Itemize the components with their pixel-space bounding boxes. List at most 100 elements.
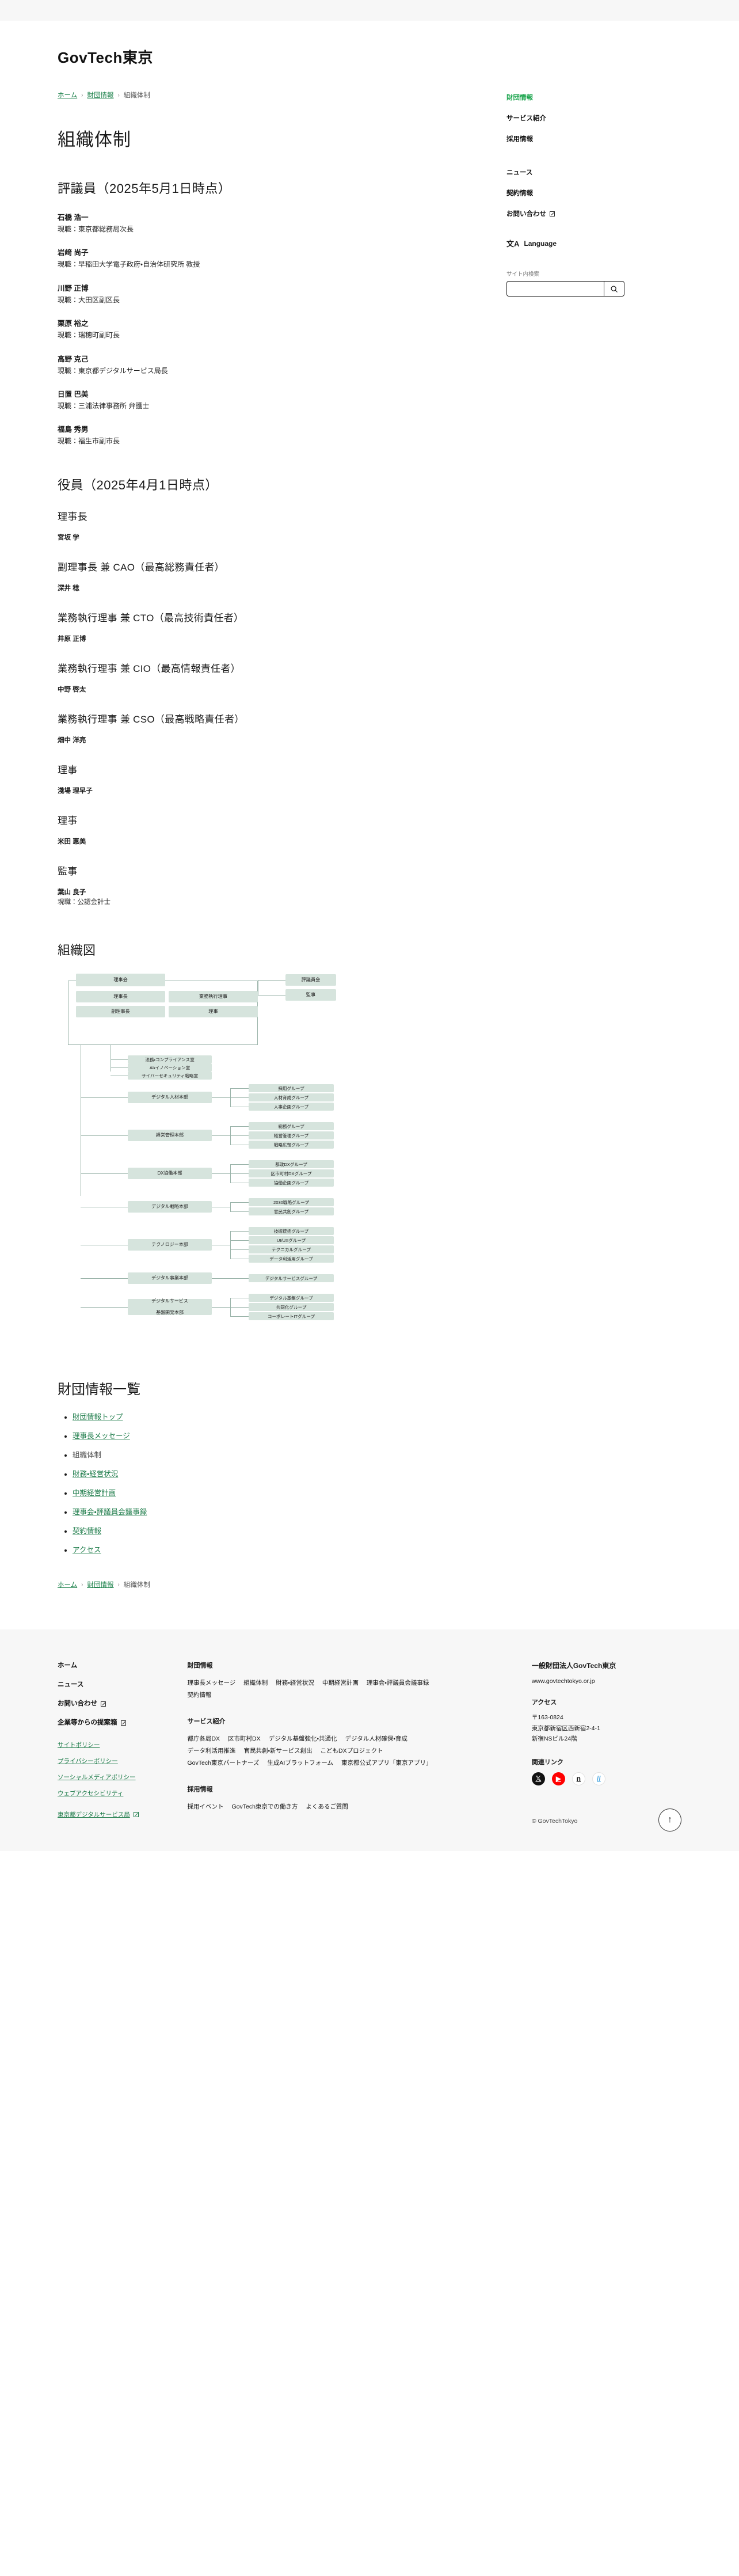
org-connector — [81, 1135, 128, 1137]
org-connector — [230, 1278, 249, 1279]
org-connector — [230, 1202, 249, 1203]
breadcrumb-parent[interactable]: 財団情報 — [87, 92, 114, 99]
org-box-division-4: テクノロジー本部 — [128, 1239, 212, 1251]
org-connector — [212, 1173, 230, 1175]
councilor-position: 現職：福生市副市長 — [58, 437, 120, 446]
footer-dept-link[interactable]: 東京都デジタルサービス局 — [58, 1811, 130, 1819]
org-box-council: 評議員会 — [285, 974, 336, 986]
org-box-label: DX協働本部 — [157, 1171, 182, 1176]
sidenav-item-active[interactable]: 財団情報 — [506, 93, 681, 102]
officer-role: 監事 — [58, 865, 78, 877]
foundation-list-item[interactable]: 理事長メッセージ — [73, 1430, 437, 1441]
footer-sitemap-link[interactable]: デジタル人材確保・育成 — [345, 1735, 407, 1743]
foundation-list-link[interactable]: アクセス — [73, 1546, 101, 1555]
footer-sitemap-link[interactable]: 東京都公式アプリ「東京アプリ」 — [341, 1760, 432, 1767]
org-box-label: 官民共創グループ — [273, 1209, 309, 1214]
councilor-position: 現職：大田区副区長 — [58, 295, 120, 304]
sidenav-item-link[interactable]: 契約情報 — [506, 188, 681, 197]
side-nav-spacer — [506, 155, 681, 168]
search-button[interactable] — [604, 281, 624, 297]
footer-sitemap-link[interactable]: 理事会・評議員会議事録 — [366, 1680, 429, 1687]
org-connector — [230, 1164, 249, 1165]
site-footer: ホームニュースお問い合わせ企業等からの提案箱 サイトポリシープライバシーポリシー… — [0, 1629, 739, 1852]
footer-nav-item[interactable]: ホーム — [58, 1661, 187, 1670]
foundation-list-link[interactable]: 財団情報トップ — [73, 1413, 123, 1422]
org-box-group-1-1: 経営管理グループ — [249, 1131, 334, 1140]
breadcrumb-bottom-parent[interactable]: 財団情報 — [87, 1582, 114, 1589]
foundation-list-item[interactable]: 財団情報トップ — [73, 1411, 437, 1422]
sidenav-item-link[interactable]: サービス紹介 — [506, 113, 681, 123]
youtube-icon[interactable]: ▶ — [551, 1772, 565, 1785]
external-link-icon — [550, 211, 555, 217]
footer-nav-item[interactable]: ニュース — [58, 1680, 187, 1689]
footer-sitemap-link[interactable]: 区市町村DX — [228, 1735, 261, 1743]
sidenav-item-link[interactable]: ニュース — [506, 168, 681, 177]
breadcrumb-bottom-home[interactable]: ホーム — [58, 1582, 78, 1589]
org-box-office-2: サイバーセキュリティ戦略室 — [128, 1072, 212, 1080]
search-input[interactable] — [506, 281, 604, 297]
footer-site-url[interactable]: www.govtechtokyo.or.jp — [531, 1678, 595, 1685]
footer-org-name: 一般財団法人GovTech東京 — [531, 1662, 616, 1670]
footer-sitemap-link[interactable]: 都庁各局DX — [187, 1735, 220, 1743]
councilor-item: 石橋 浩一現職：東京都総務局次長 — [58, 212, 437, 235]
foundation-list-link[interactable]: 中期経営計画 — [73, 1489, 116, 1498]
councilor-name: 石橋 浩一 — [58, 214, 89, 222]
footer-sitemap-link[interactable]: デジタル基盤強化・共通化 — [268, 1735, 337, 1743]
footer-sitemap-link[interactable]: 中期経営計画 — [322, 1680, 359, 1687]
footer-sitemap-link[interactable]: 契約情報 — [187, 1692, 212, 1699]
foundation-list-link[interactable]: 財務・経営状況 — [73, 1470, 119, 1479]
foundation-list-item[interactable]: 理事会・評議員会議事録 — [73, 1506, 437, 1517]
foundation-list-link[interactable]: 契約情報 — [73, 1527, 102, 1536]
footer-sitemap-link[interactable]: データ利活用推進 — [187, 1747, 236, 1755]
footer-sitemap-title: サービス紹介 — [187, 1718, 226, 1726]
footer-policy-link[interactable]: ウェブアクセシビリティ — [58, 1790, 124, 1798]
foundation-list-item[interactable]: 中期経営計画 — [73, 1487, 437, 1498]
footer-policy-link[interactable]: ソーシャルメディアポリシー — [58, 1774, 136, 1781]
footer-sitemap-link[interactable]: 組織体制 — [243, 1680, 268, 1687]
sidenav-item-link[interactable]: 採用情報 — [506, 134, 681, 143]
org-connector — [230, 1097, 249, 1099]
footer-nav-item[interactable]: 企業等からの提案箱 — [58, 1718, 187, 1727]
footer-sitemap-link[interactable]: 採用イベント — [187, 1803, 224, 1811]
footer-nav-item[interactable]: お問い合わせ — [58, 1699, 187, 1708]
footer-sitemap-link[interactable]: GovTech東京での働き方 — [231, 1803, 298, 1811]
foundation-list-link[interactable]: 理事長メッセージ — [73, 1432, 130, 1441]
officer-role: 業務執行理事 兼 CSO（最高戦略責任者） — [58, 713, 245, 725]
sidenav-item-link[interactable]: お問い合わせ — [506, 209, 681, 218]
foundation-list-item[interactable]: アクセス — [73, 1544, 437, 1555]
footer-sitemap-link[interactable]: GovTech東京パートナーズ — [187, 1760, 260, 1767]
site-logo[interactable]: GovTech東京 — [58, 49, 153, 66]
councilor-position: 現職：東京都総務局次長 — [58, 225, 134, 233]
org-connector — [230, 1135, 249, 1137]
footer-sitemap-link[interactable]: 生成AIプラットフォーム — [267, 1760, 333, 1767]
footer-sitemap-link[interactable]: 財務・経営状況 — [276, 1680, 314, 1687]
officer-name: 井原 正博 — [58, 635, 86, 643]
footer-policy-link[interactable]: プライバシーポリシー — [58, 1758, 118, 1765]
footer-sitemap-group: サービス紹介都庁各局DX 区市町村DX デジタル基盤強化・共通化デジタル人材確保・育… — [187, 1716, 531, 1769]
officer-item: 理事米田 惠美 — [58, 812, 437, 846]
foundation-list-link[interactable]: 理事会・評議員会議事録 — [73, 1508, 147, 1517]
org-connector — [230, 1231, 249, 1232]
org-box-label: デジタル基盤グループ — [269, 1295, 313, 1301]
org-connector — [111, 1059, 128, 1061]
footer-sitemap-link[interactable]: こどもDXプロジェクト — [320, 1747, 383, 1755]
officer-role: 理事 — [58, 815, 78, 826]
back-to-top-button[interactable]: ↑ — [658, 1808, 681, 1832]
org-box-label: サイバーセキュリティ戦略室 — [141, 1073, 199, 1078]
note-icon[interactable]: n — [572, 1772, 585, 1785]
officer-item: 業務執行理事 兼 CIO（最高情報責任者）中野 啓太 — [58, 660, 437, 694]
footer-sitemap-link[interactable]: 理事長メッセージ — [187, 1680, 236, 1687]
footer-policy-link[interactable]: サイトポリシー — [58, 1742, 100, 1749]
search-box — [506, 281, 624, 297]
x-icon[interactable]: 𝕏 — [531, 1772, 545, 1785]
footer-sitemap-link[interactable]: よくあるご質問 — [306, 1803, 348, 1811]
breadcrumb-home[interactable]: ホーム — [58, 92, 78, 99]
org-box-label: 理事会 — [113, 977, 128, 983]
foundation-list-item[interactable]: 契約情報 — [73, 1525, 437, 1536]
footer-sitemap-link[interactable]: 官民共創・新サービス創出 — [243, 1747, 313, 1755]
language-switcher[interactable]: 文A Language — [506, 238, 681, 249]
officer-role: 業務執行理事 兼 CTO（最高技術責任者） — [58, 612, 244, 624]
footer-sitemap-title: 採用情報 — [187, 1786, 213, 1794]
hatena-icon[interactable]: // — [592, 1772, 605, 1785]
foundation-list-item[interactable]: 財務・経営状況 — [73, 1468, 437, 1479]
